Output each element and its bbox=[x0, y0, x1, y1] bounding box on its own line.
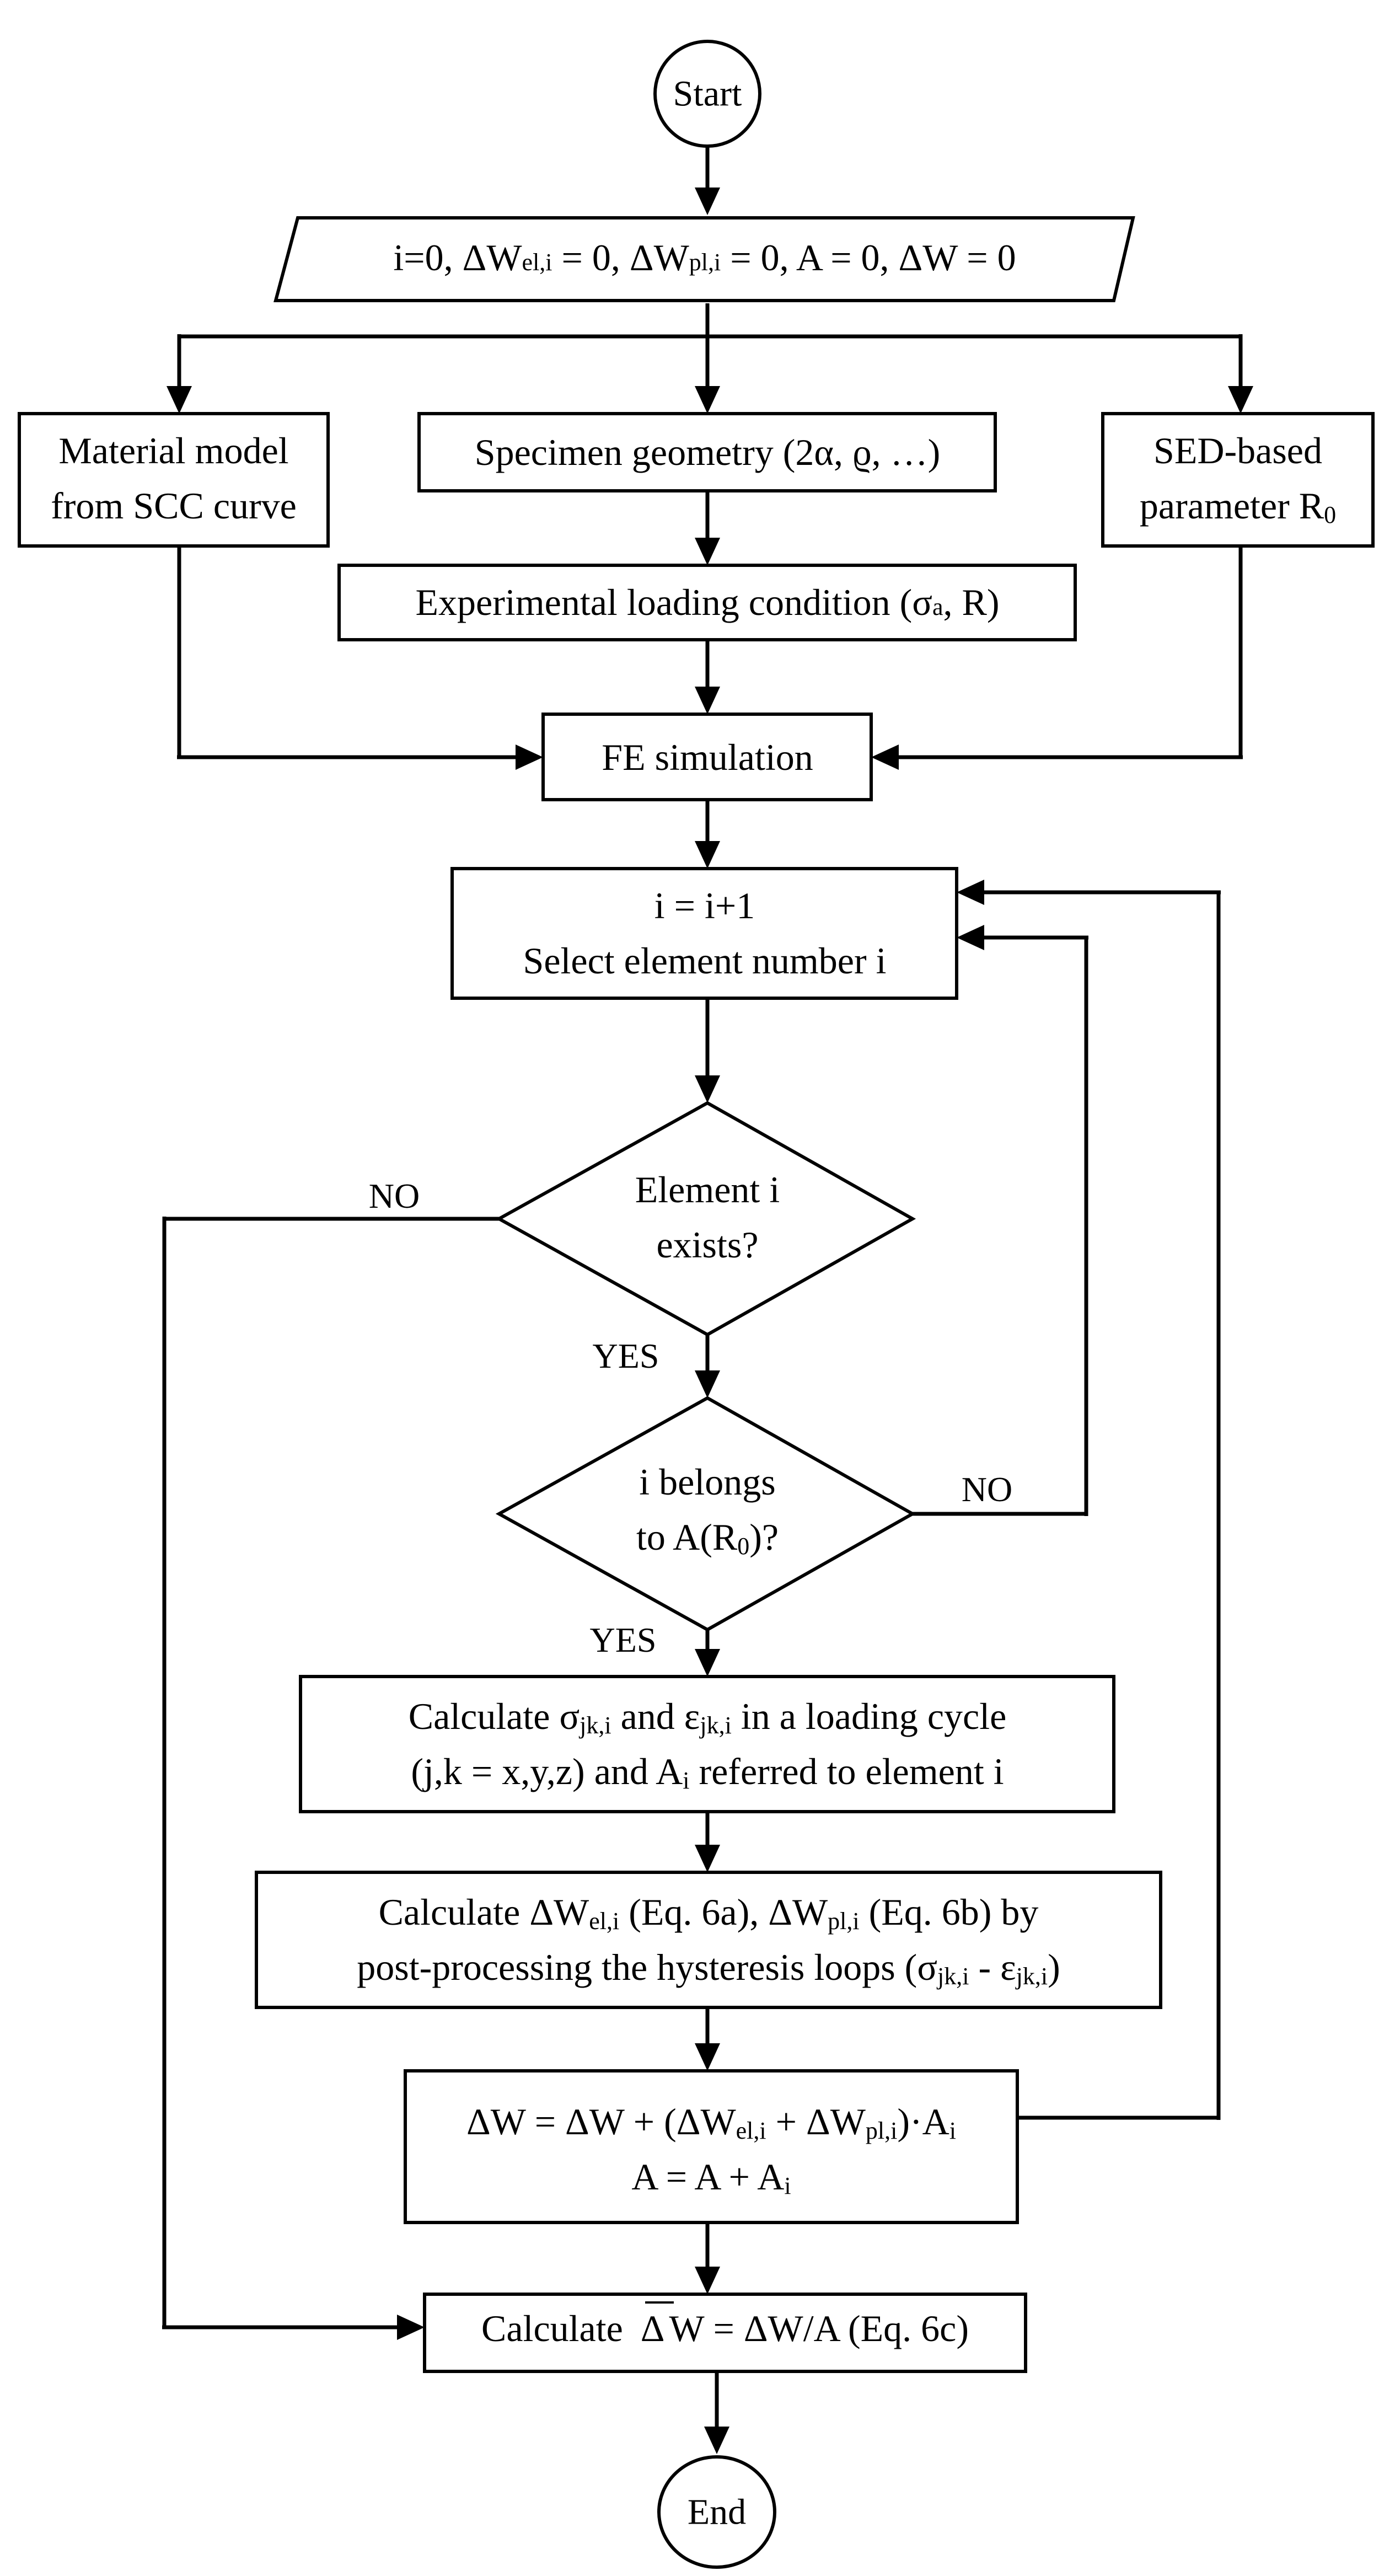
select-line-1: i = i+1 bbox=[654, 885, 755, 926]
calc-energy-line-1: Calculate ΔWel,i (Eq. 6a), ΔWpl,i (Eq. 6… bbox=[379, 1891, 1039, 1935]
calculate-stress-box: Calculate σjk,i and εjk,i in a loading c… bbox=[299, 1675, 1115, 1813]
sed-parameter-box: SED-based parameter R0 bbox=[1101, 412, 1375, 548]
accumulate-box: ΔW = ΔW + (ΔWel,i + ΔWpl,i)·Ai A = A + A… bbox=[404, 2069, 1019, 2224]
loading-condition-box: Experimental loading condition (σa, R) bbox=[337, 564, 1077, 641]
belongs-yes-label: YES bbox=[590, 1620, 657, 1659]
exists-yes-label: YES bbox=[593, 1336, 659, 1375]
exists-line-1: Element i bbox=[635, 1169, 780, 1211]
belongs-line-2: to A(R0)? bbox=[636, 1516, 779, 1560]
sed-line-2: parameter R0 bbox=[1140, 485, 1336, 528]
material-line-1: Material model bbox=[58, 430, 288, 472]
start-terminal: Start bbox=[653, 40, 761, 148]
exists-no-label: NO bbox=[369, 1176, 420, 1215]
calc-stress-line-2: (j,k = x,y,z) and Ai referred to element… bbox=[411, 1750, 1004, 1794]
material-model-box: Material model from SCC curve bbox=[18, 412, 330, 548]
calc-energy-line-2: post-processing the hysteresis loops (σj… bbox=[357, 1946, 1060, 1990]
accumulate-line-2: A = A + Ai bbox=[631, 2156, 791, 2199]
select-line-2: Select element number i bbox=[523, 940, 887, 982]
start-label: Start bbox=[673, 74, 742, 114]
specimen-geometry-box: Specimen geometry (2α, ϱ, …) bbox=[417, 412, 997, 492]
belongs-no-label: NO bbox=[962, 1470, 1012, 1509]
belongs-decision: i belongs to A(R0)? bbox=[495, 1396, 916, 1632]
sed-line-1: SED-based bbox=[1153, 430, 1322, 472]
accumulate-line-1: ΔW = ΔW + (ΔWel,i + ΔWpl,i)·Ai bbox=[466, 2101, 956, 2144]
end-terminal: End bbox=[657, 2455, 776, 2569]
connectors bbox=[162, 145, 1253, 2454]
select-element-box: i = i+1 Select element number i bbox=[450, 867, 958, 1000]
calculate-energy-box: Calculate ΔWel,i (Eq. 6a), ΔWpl,i (Eq. 6… bbox=[255, 1871, 1162, 2009]
exists-line-2: exists? bbox=[656, 1224, 758, 1266]
fe-simulation-box: FE simulation bbox=[541, 713, 873, 801]
init-parallelogram: i=0, ΔWel,i = 0, ΔWpl,i = 0, A = 0, ΔW =… bbox=[273, 216, 1135, 302]
material-line-2: from SCC curve bbox=[51, 485, 297, 527]
fe-label: FE simulation bbox=[602, 736, 813, 778]
belongs-line-1: i belongs bbox=[639, 1461, 775, 1503]
calc-stress-line-1: Calculate σjk,i and εjk,i in a loading c… bbox=[409, 1695, 1007, 1739]
loading-label: Experimental loading condition (σa, R) bbox=[416, 581, 1000, 623]
init-label: i=0, ΔWel,i = 0, ΔWpl,i = 0, A = 0, ΔW =… bbox=[393, 237, 1016, 279]
element-exists-decision: Element i exists? bbox=[495, 1101, 916, 1337]
geometry-label: Specimen geometry (2α, ϱ, …) bbox=[475, 431, 940, 473]
end-label: End bbox=[688, 2492, 746, 2532]
